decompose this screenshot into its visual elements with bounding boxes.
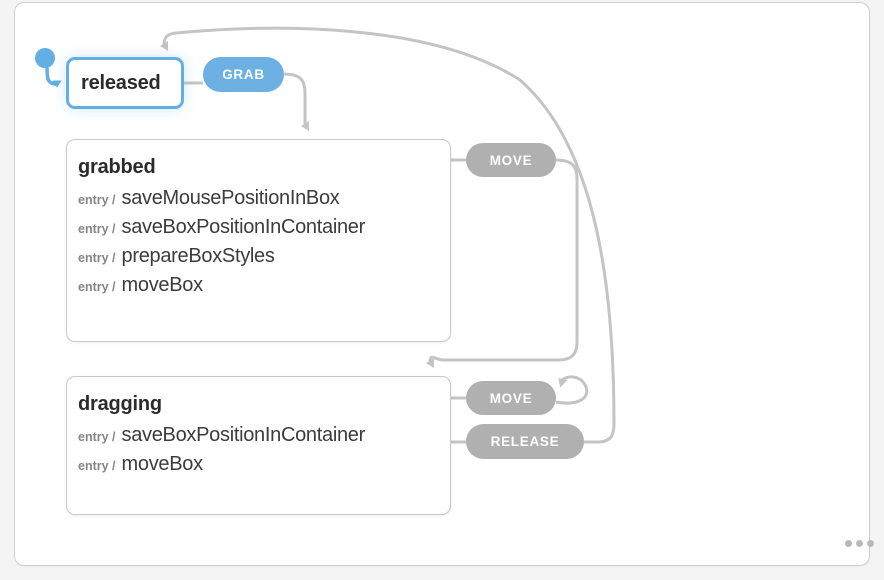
entry-keyword: entry / — [78, 459, 116, 473]
state-node-released[interactable]: released — [66, 57, 184, 109]
event-badge-grab[interactable]: GRAB — [203, 57, 284, 92]
entry-keyword: entry / — [78, 222, 116, 236]
entry-keyword: entry / — [78, 251, 116, 265]
dot-3 — [867, 540, 874, 547]
entry-action: moveBox — [121, 274, 204, 296]
overflow-menu-icon[interactable] — [845, 540, 874, 547]
entry-action: moveBox — [121, 453, 204, 475]
entry-action: saveBoxPositionInContainer — [121, 424, 366, 446]
entry-action-row: entry / moveBox — [78, 275, 450, 295]
state-entries-dragging: entry / saveBoxPositionInContainer entry… — [78, 425, 450, 474]
state-node-grabbed[interactable]: grabbed entry / saveMousePositionInBox e… — [66, 139, 451, 342]
state-entries-grabbed: entry / saveMousePositionInBox entry / s… — [78, 188, 450, 295]
entry-action-row: entry / saveBoxPositionInContainer — [78, 217, 450, 237]
entry-keyword: entry / — [78, 430, 116, 444]
entry-keyword: entry / — [78, 280, 116, 294]
entry-action: saveMousePositionInBox — [121, 187, 340, 209]
dot-1 — [845, 540, 852, 547]
entry-action-row: entry / moveBox — [78, 454, 450, 474]
entry-action-row: entry / saveBoxPositionInContainer — [78, 425, 450, 445]
entry-action: prepareBoxStyles — [121, 245, 275, 267]
state-title-released: released — [81, 71, 161, 94]
event-badge-move-dragging[interactable]: MOVE — [466, 381, 556, 415]
event-badge-release[interactable]: RELEASE — [466, 424, 584, 459]
state-node-dragging[interactable]: dragging entry / saveBoxPositionInContai… — [66, 376, 451, 515]
event-badge-move-grabbed[interactable]: MOVE — [466, 143, 556, 177]
state-title-dragging: dragging — [78, 393, 162, 415]
dot-2 — [856, 540, 863, 547]
entry-keyword: entry / — [78, 193, 116, 207]
entry-action-row: entry / saveMousePositionInBox — [78, 188, 450, 208]
entry-action-row: entry / prepareBoxStyles — [78, 246, 450, 266]
entry-action: saveBoxPositionInContainer — [121, 216, 366, 238]
state-title-grabbed: grabbed — [78, 156, 156, 178]
